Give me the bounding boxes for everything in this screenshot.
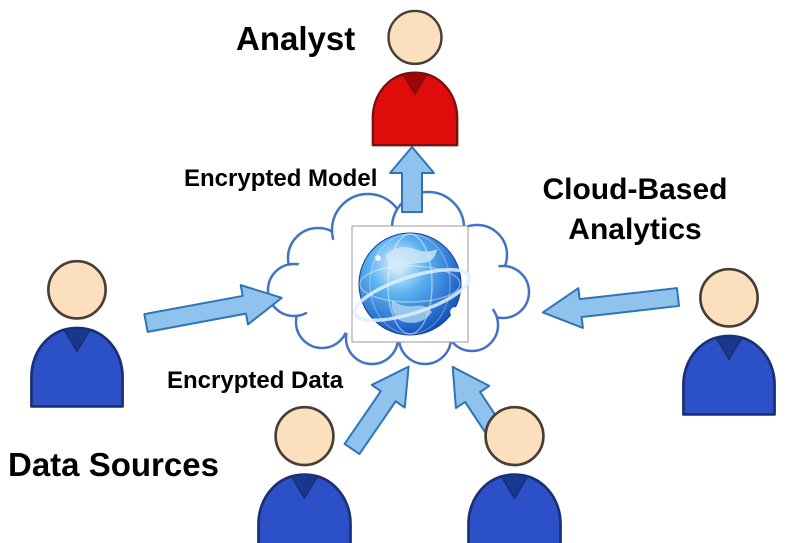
data-sources-label: Data Sources [8, 446, 219, 483]
arrow-source-bottom-left [343, 365, 410, 456]
data-source-right-person-icon [682, 267, 776, 416]
encrypted-data-label: Encrypted Data [167, 367, 344, 394]
analyst-person-icon [371, 9, 459, 147]
arrow-source-left [143, 284, 283, 333]
cloud-based-analytics-label: Cloud-Based Analytics [542, 173, 728, 246]
arrow-encrypted-model [389, 146, 435, 213]
data-source-left-person-icon [30, 259, 124, 408]
analyst-label: Analyst [236, 20, 356, 57]
arrow-source-right [541, 287, 681, 329]
globe-icon [351, 225, 472, 343]
encrypted-model-label: Encrypted Model [184, 165, 378, 192]
data-source-bottom-left-person-icon [257, 405, 352, 543]
